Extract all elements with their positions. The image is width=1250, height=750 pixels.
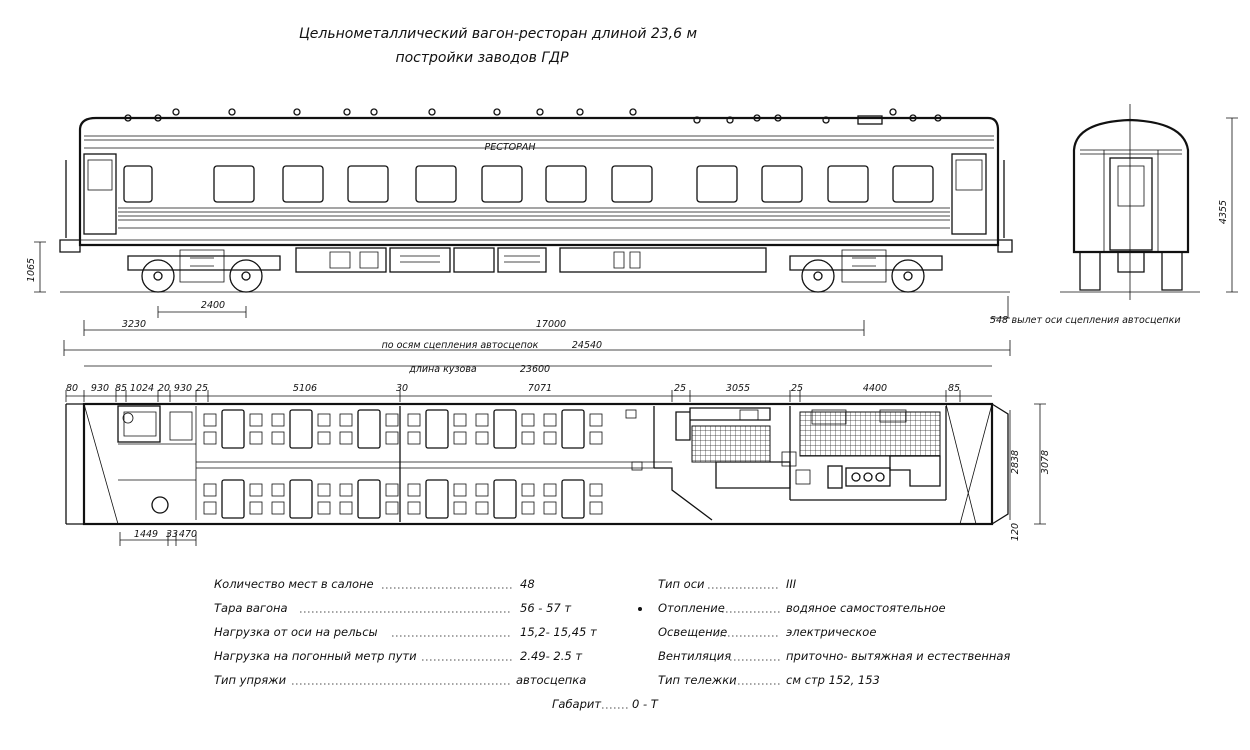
toilet <box>117 405 161 443</box>
spec-label: Тип тележки <box>658 673 737 687</box>
dim-corner: 120 <box>1010 523 1021 541</box>
dim-inner-width: 2838 <box>1010 450 1021 474</box>
boiler <box>151 496 169 514</box>
dim-end-height: 4355 <box>1218 200 1229 224</box>
spec-label: Тип оси <box>658 577 705 591</box>
car-body-outline <box>78 116 1000 247</box>
spec-label: Количество мест в салоне <box>214 577 374 591</box>
spec-value: автосцепка <box>516 673 586 687</box>
title-line-2: постройки заводов ГДР <box>395 50 569 66</box>
spec-label: Нагрузка от оси на рельсы <box>214 625 378 639</box>
side-dimensions <box>34 241 1011 367</box>
dimension-label: 85 <box>948 383 960 394</box>
bogie-right <box>789 249 943 293</box>
dimension-label: 20 <box>158 383 170 394</box>
dim-body-length: 23600 <box>520 364 550 375</box>
dim-axle-spacing: 17000 <box>536 319 566 330</box>
spec-value: электрическое <box>786 625 876 639</box>
plan-top-dimensions: 80 930 85 1024 20 930 25 5106 30 7071 25… <box>66 383 960 394</box>
spec-label: Освещение <box>658 625 727 639</box>
dim-height-1065: 1065 <box>26 258 37 282</box>
car-label-restaurant: РЕСТОРАН <box>484 142 535 153</box>
kitchen-area-2 <box>799 411 941 457</box>
dim-coupler-overhang-value: 548 <box>990 315 1008 326</box>
bogie-left <box>127 249 281 293</box>
drawing-title: Цельнометаллический вагон-ресторан длино… <box>299 26 698 66</box>
roof-line <box>84 135 994 149</box>
spec-value: 2.49- 2.5 т <box>520 649 582 663</box>
spec-value: 15,2- 15,45 т <box>520 625 597 639</box>
dimension-label: 3055 <box>726 383 750 394</box>
dim-coupler-overhang-label: вылет оси сцепления автосцепки <box>1011 315 1180 326</box>
dim-body-length-label: длина кузова <box>408 364 477 375</box>
dimension-label: 930 <box>91 383 109 394</box>
side-windows <box>123 165 934 203</box>
gauge-label: Габарит <box>552 697 601 711</box>
specs-right: Тип оси III Отопление водяное самостояте… <box>638 577 1010 687</box>
dimension-label: 1024 <box>130 383 154 394</box>
side-view: РЕСТОРАН <box>26 108 1013 375</box>
spec-value: приточно- вытяжная и естественная <box>786 649 1010 663</box>
dimension-label: 25 <box>791 383 803 394</box>
dimension-label: 25 <box>674 383 686 394</box>
dim-bogie-base: 2400 <box>201 300 225 311</box>
plan-view: 80 930 85 1024 20 930 25 5106 30 7071 25… <box>65 383 1051 546</box>
underframe-equipment <box>295 247 767 273</box>
gauge-value: 0 - Т <box>632 697 659 711</box>
kitchen-area-1 <box>691 425 771 463</box>
spec-value: водяное самостоятельное <box>786 601 946 615</box>
dim-bottom-1: 1449 <box>134 529 158 540</box>
dining-tables <box>221 409 585 519</box>
dim-outer-width: 3078 <box>1040 450 1051 474</box>
dim-bottom-2: 33 <box>166 529 178 540</box>
spec-label: Нагрузка на погонный метр пути <box>214 649 417 663</box>
spec-value: 48 <box>520 577 535 591</box>
specs-left: Количество мест в салоне 48 Тара вагона … <box>214 577 597 687</box>
spec-label: Отопление <box>658 601 725 615</box>
title-line-1: Цельнометаллический вагон-ресторан длино… <box>299 26 698 42</box>
dimension-label: 7071 <box>528 383 552 394</box>
roof-ventilators <box>124 108 942 125</box>
spec-value: III <box>786 577 797 591</box>
dim-coupler-length-label: по осям сцепления автосцепок <box>382 340 539 351</box>
dim-end-to-axle: 3230 <box>122 319 146 330</box>
spec-label: Тип упряжи <box>214 673 287 687</box>
door-right <box>951 153 987 235</box>
door-left <box>83 153 117 235</box>
belt-lines <box>80 207 998 241</box>
dim-bottom-3: 470 <box>179 529 197 540</box>
dimension-label: 80 <box>66 383 78 394</box>
end-view: 4355 548 вылет оси сцепления автосцепки <box>990 104 1238 326</box>
spec-label: Тара вагона <box>214 601 288 615</box>
dining-chairs <box>203 413 603 515</box>
spec-label: Вентиляция <box>658 649 731 663</box>
dimension-label: 4400 <box>863 383 887 394</box>
dimension-label: 5106 <box>293 383 317 394</box>
dimension-label: 930 <box>174 383 192 394</box>
gauge-spec: Габарит 0 - Т <box>552 697 659 711</box>
spec-value: см стр 152, 153 <box>786 673 880 687</box>
dimension-label: 30 <box>396 383 408 394</box>
kitchen-stove <box>827 455 941 489</box>
spec-value: 56 - 57 т <box>520 601 571 615</box>
dimension-label: 25 <box>196 383 208 394</box>
plan-body-outline <box>82 402 994 526</box>
dim-coupler-length: 24540 <box>572 340 602 351</box>
dimension-label: 85 <box>115 383 127 394</box>
